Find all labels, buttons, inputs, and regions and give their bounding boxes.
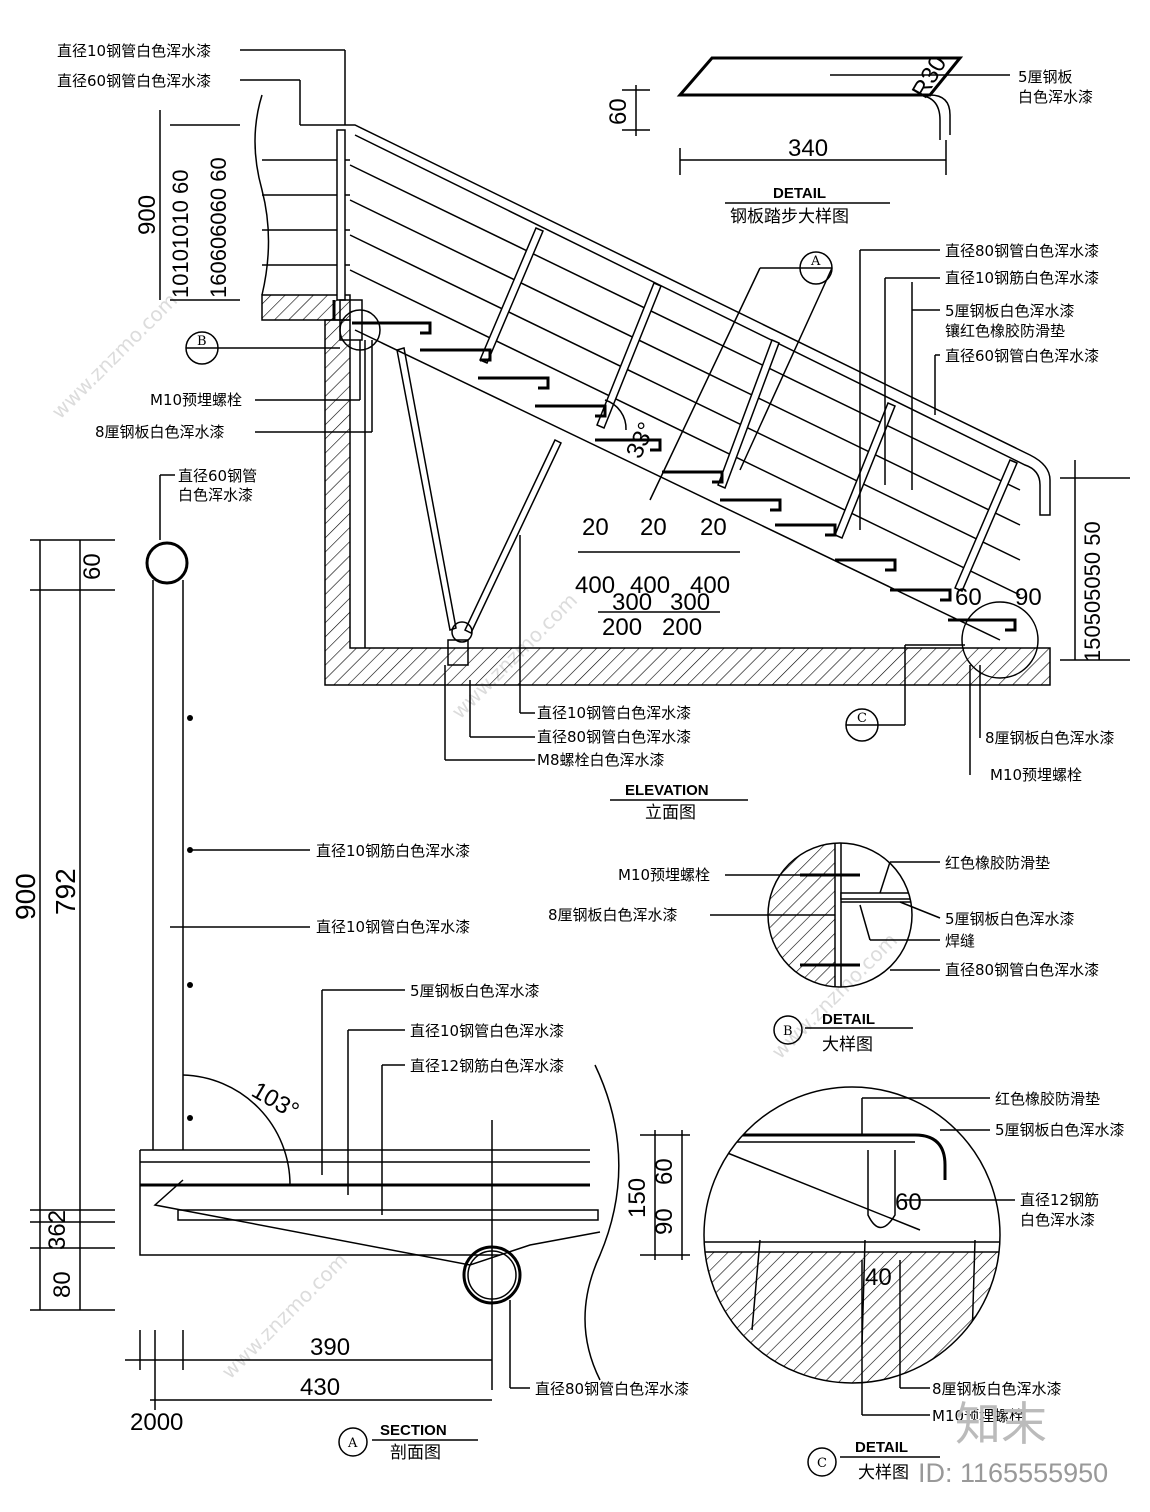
step-dim-60: 60 [605, 98, 632, 125]
detail-b-label-l5: 焊缝 [945, 932, 975, 950]
detail-b-label-l4: 5厘钢板白色浑水漆 [945, 910, 1075, 928]
section-tag-a: A [347, 1436, 358, 1451]
section-dim-390: 390 [310, 1334, 350, 1361]
section-label-l2: 直径10钢管白色浑水漆 [316, 918, 470, 936]
elev-dim-400-c: 400 [690, 572, 730, 599]
elev-label-top-1: 直径10钢管白色浑水漆 [57, 42, 211, 60]
elev-dim-20-b: 20 [640, 514, 667, 541]
elev-dim-20-a: 20 [582, 514, 609, 541]
elev-label-left-plate: 8厘钢板白色浑水漆 [95, 423, 225, 441]
elev-label-br-plate: 8厘钢板白色浑水漆 [985, 729, 1115, 747]
elev-label-r1: 直径80钢管白色浑水漆 [945, 242, 1099, 260]
elev-dim-900: 900 [134, 195, 161, 235]
detail-c-label-l5: 8厘钢板白色浑水漆 [932, 1380, 1062, 1398]
watermark-id: ID: 1165555950 [918, 1458, 1108, 1488]
elev-step-dims: 20 20 20 400 400 400 300 300 200 200 [575, 514, 740, 641]
elevation-title-en: ELEVATION [625, 782, 709, 799]
section-dim-900: 900 [10, 873, 41, 920]
section-label-l1: 直径10钢筋白色浑水漆 [316, 842, 470, 860]
elev-label-bot-1: 直径10钢管白色浑水漆 [537, 704, 691, 722]
elev-label-r5: 直径60钢管白色浑水漆 [945, 347, 1099, 365]
watermark-layer: www.znzmo.com www.znzmo.com www.znzmo.co… [47, 288, 903, 1384]
detail-c-dim-40: 40 [865, 1264, 892, 1291]
step-plate-label-2: 白色浑水漆 [1018, 88, 1093, 106]
watermark-site-3: www.znzmo.com [217, 1248, 353, 1384]
elev-label-left-bolt: M10预埋螺栓 [150, 391, 242, 409]
section-label-l4: 直径10钢管白色浑水漆 [410, 1022, 564, 1040]
section-dim-362: 362 [44, 1210, 71, 1250]
detail-b-title-en: DETAIL [822, 1011, 875, 1028]
elev-label-r2: 直径10钢筋白色浑水漆 [945, 269, 1099, 287]
elev-label-bot-2: 直径80钢管白色浑水漆 [537, 728, 691, 746]
detail-b: M10预埋螺栓 8厘钢板白色浑水漆 红色橡胶防滑垫 5厘钢板白色浑水漆 焊缝 直… [548, 842, 1099, 1055]
elev-dim-right-stack: 150505050 50 [1080, 521, 1105, 662]
section-dim-80: 80 [49, 1271, 76, 1298]
detail-b-label-l6: 直径80钢管白色浑水漆 [945, 961, 1099, 979]
section-label-l5: 直径12钢筋白色浑水漆 [410, 1057, 564, 1075]
detail-c-title-en: DETAIL [855, 1439, 908, 1456]
detail-b-label-l1: 红色橡胶防滑垫 [945, 854, 1050, 872]
elev-dim-400-a: 400 [575, 572, 615, 599]
detail-c-label-l6: M10预埋螺栓 [932, 1407, 1024, 1425]
elev-tag-b: B [197, 334, 207, 349]
section-label-l6: 直径80钢管白色浑水漆 [535, 1380, 689, 1398]
elevation-view: 900 10101010 60 160606060 60 150505050 5… [57, 42, 1130, 823]
detail-c-dim-90: 90 [651, 1208, 678, 1235]
detail-c-label-l3: 直径12钢筋 [1020, 1191, 1099, 1209]
elev-label-r3: 5厘钢板白色浑水漆 [945, 302, 1075, 320]
elev-dim-200-a: 200 [602, 614, 642, 641]
detail-c-label-l1: 红色橡胶防滑垫 [995, 1090, 1100, 1108]
elev-dim-left-stack2: 160606060 60 [206, 157, 231, 298]
detail-b-title-cn: 大样图 [822, 1035, 873, 1055]
elev-dim-20-c: 20 [700, 514, 727, 541]
elev-dim-60: 60 [955, 584, 982, 611]
detail-b-label-l2: M10预埋螺栓 [618, 866, 710, 884]
elev-tag-a: A [810, 254, 821, 269]
section-angle: 103° [247, 1077, 303, 1125]
section-post-label-1: 直径60钢管 [178, 467, 257, 485]
elev-dim-90: 90 [1015, 584, 1042, 611]
section-dim-2000: 2000 [130, 1409, 183, 1436]
step-detail-title-cn: 钢板踏步大样图 [730, 207, 849, 227]
elev-label-br-bolt: M10预埋螺栓 [990, 766, 1082, 784]
elev-tag-c: C [857, 711, 867, 726]
section-label-l3: 5厘钢板白色浑水漆 [410, 982, 540, 1000]
section-dim-430: 430 [300, 1374, 340, 1401]
elev-dim-200-b: 200 [662, 614, 702, 641]
detail-c-label-l4: 白色浑水漆 [1020, 1211, 1095, 1229]
section-title-en: SECTION [380, 1422, 447, 1439]
section-title-cn: 剖面图 [390, 1443, 441, 1463]
section-dim-792: 792 [50, 868, 81, 915]
detail-c-title-cn: 大样图 [858, 1463, 909, 1483]
step-plates [352, 321, 1017, 632]
step-detail: 60 340 R30 5厘钢板 白色浑水漆 DETAIL 钢板踏步大样图 [605, 51, 1093, 227]
elev-label-r4: 镶红色橡胶防滑垫 [945, 322, 1065, 340]
elev-label-bot-3: M8螺栓白色浑水漆 [537, 751, 665, 769]
detail-c: 红色橡胶防滑垫 5厘钢板白色浑水漆 直径12钢筋 白色浑水漆 8厘钢板白色浑水漆… [624, 1086, 1125, 1483]
step-detail-title-en: DETAIL [773, 185, 826, 202]
detail-c-tag: C [817, 1456, 827, 1471]
elevation-title-cn: 立面图 [645, 803, 696, 823]
step-plate-label-1: 5厘钢板 [1018, 68, 1073, 86]
section-dim-60: 60 [79, 553, 106, 580]
elev-angle: 33° [621, 418, 661, 462]
elev-label-top-2: 直径60钢管白色浑水漆 [57, 72, 211, 90]
step-dim-340: 340 [788, 135, 828, 162]
detail-c-dim-60b: 60 [895, 1189, 922, 1216]
detail-b-label-l3: 8厘钢板白色浑水漆 [548, 906, 678, 924]
detail-b-tag: B [783, 1024, 793, 1039]
elev-dim-left-stack: 10101010 60 [168, 170, 193, 298]
elev-dim-400-b: 400 [630, 572, 670, 599]
section-post-label-2: 白色浑水漆 [178, 486, 253, 504]
detail-c-dim-60: 60 [651, 1158, 678, 1185]
brand-watermark: 知末 [955, 1397, 1047, 1451]
detail-c-label-l2: 5厘钢板白色浑水漆 [995, 1121, 1125, 1139]
detail-c-dim-150: 150 [624, 1178, 651, 1218]
